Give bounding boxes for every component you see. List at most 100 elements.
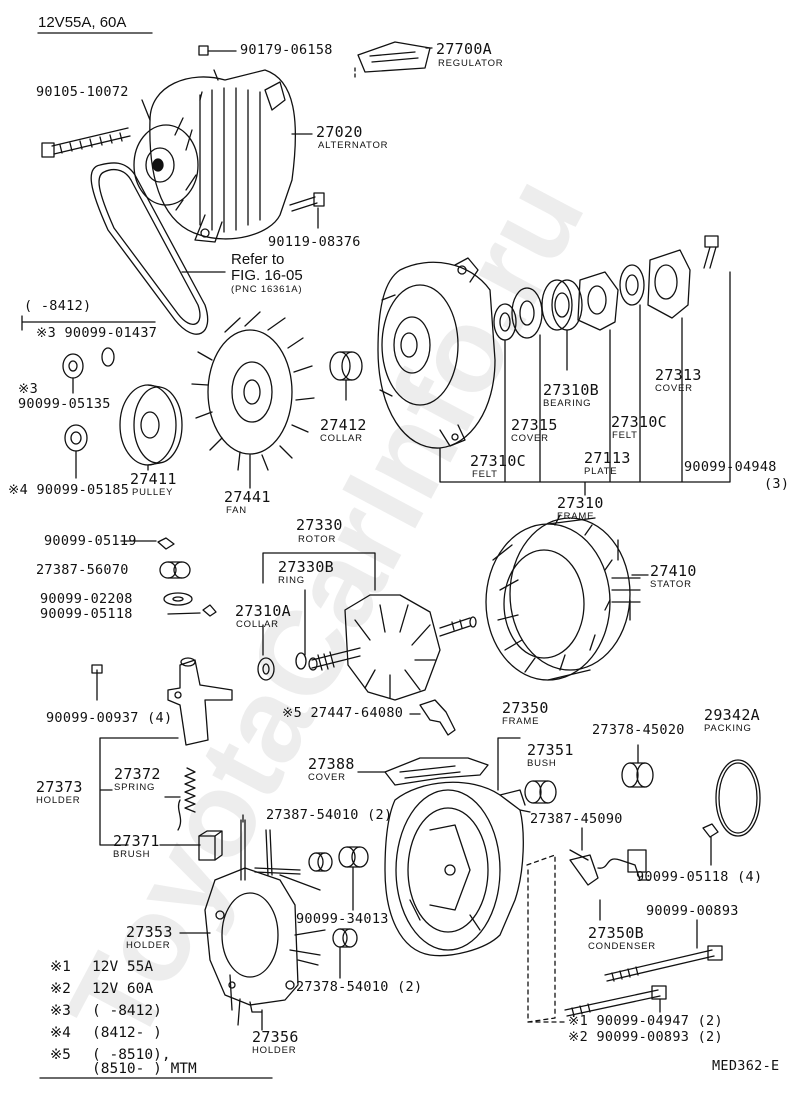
collar-27310a-hole: [262, 663, 270, 675]
label-rotor: ROTOR: [298, 534, 337, 545]
label-27410: 27410: [650, 562, 697, 580]
bolt-90119: [289, 192, 325, 229]
label-90179-06158: 90179-06158: [240, 42, 333, 58]
label-27310a: 27310A: [235, 602, 291, 620]
label-27411: 27411: [130, 470, 177, 488]
nut-05185: [64, 424, 88, 452]
spring-27372-drawing: [184, 767, 196, 813]
plate-27113-drawing: [577, 271, 619, 331]
label-bush: BUSH: [527, 758, 557, 769]
label-range-8412: ( -8412): [24, 298, 92, 314]
range-bracket: [21, 315, 156, 331]
label-90099-34013: 90099-34013: [296, 911, 389, 927]
label-27372: 27372: [114, 765, 161, 783]
label-plate: PLATE: [584, 466, 618, 477]
label-frame-27310: FRAME: [557, 511, 595, 522]
washer-01437: [101, 347, 115, 367]
legend-mark-4: ※4: [50, 1025, 71, 1041]
legend-text-5: ( -8510),: [92, 1047, 171, 1063]
label-27330b: 27330B: [278, 558, 334, 576]
label-ring: RING: [278, 575, 305, 586]
collar-27412-drawing: [329, 351, 363, 401]
label-27373: 27373: [36, 778, 83, 796]
leader-05118: [167, 612, 201, 615]
label-27447-64080: ※5 27447-64080: [282, 705, 404, 721]
label-90099-05185: ※4 90099-05185: [8, 482, 130, 498]
label-mark-3: ※3: [18, 381, 39, 397]
label-cover-27388: COVER: [308, 772, 346, 783]
label-collar-27412: COLLAR: [320, 433, 363, 444]
legend-mark-2: ※2: [50, 981, 71, 997]
screw-00937: [91, 664, 103, 674]
label-27378-54010: 27378-54010 (2): [296, 979, 423, 995]
label-90099-05118a: 90099-05118: [40, 606, 133, 622]
label-90099-05118-4: 90099-05118 (4): [636, 869, 763, 885]
felt-27310c-b-hole: [625, 274, 639, 296]
rear-frame-drawing: [384, 781, 531, 957]
legend-tail: (8510- ) MTM: [92, 1061, 197, 1077]
label-27353: 27353: [126, 923, 173, 941]
label-90099-04947: ※1 90099-04947 (2): [568, 1013, 723, 1029]
pulley-drawing: [119, 384, 183, 471]
label-27441: 27441: [224, 488, 271, 506]
holder-leaders: [179, 932, 263, 1031]
packing-29342a-drawing: [715, 759, 761, 837]
refer-line-2: FIG. 16-05: [231, 267, 303, 284]
brush-lead: [177, 799, 182, 831]
label-27020: 27020: [316, 123, 363, 141]
spacer-01437-hole: [68, 360, 78, 372]
label-bearing: BEARING: [543, 398, 592, 409]
label-04948-qty: (3): [764, 476, 790, 492]
bush-54010-drawing: [332, 928, 358, 948]
label-90099-00893: 90099-00893: [646, 903, 739, 919]
v-belt-inner: [98, 168, 201, 325]
label-27378-45020: 27378-45020: [592, 722, 685, 738]
label-felt-b: FELT: [612, 430, 638, 441]
label-frame-27350: FRAME: [502, 716, 540, 727]
spacer-54010-drawing: [308, 852, 333, 872]
packing-29342a-inner: [718, 762, 758, 834]
label-27310b: 27310B: [543, 381, 599, 399]
label-27315: 27315: [511, 416, 558, 434]
legend-text-2: 12V 60A: [92, 981, 154, 997]
rotor-drawing: [308, 594, 477, 701]
fan-drawing: [191, 311, 315, 489]
label-collar-27310a: COLLAR: [236, 619, 279, 630]
label-90105-10072: 90105-10072: [36, 84, 129, 100]
figure-code: MED362-E: [712, 1058, 780, 1074]
v-belt: [90, 162, 209, 335]
legend-mark-3: ※3: [50, 1003, 71, 1019]
label-27350: 27350: [502, 699, 549, 717]
label-alternator: ALTERNATOR: [318, 140, 389, 151]
cap-45020-drawing: [621, 744, 654, 788]
through-bolt-00893: [604, 919, 723, 982]
cover-27313-hole: [654, 264, 678, 300]
brush-holder-27373-drawing: [167, 657, 233, 746]
nut-05118: [202, 604, 217, 617]
label-27113: 27113: [584, 449, 631, 467]
label-90099-05135: 90099-05135: [18, 396, 111, 412]
cover-27315-drawing: [511, 287, 543, 339]
stator-drawing: [485, 514, 649, 681]
label-condenser: CONDENSER: [588, 941, 656, 952]
alternator-drawing: [133, 69, 297, 243]
label-holder-27353: HOLDER: [126, 940, 171, 951]
collar-27310a-drawing: [257, 657, 275, 681]
label-27330: 27330: [296, 516, 343, 534]
frame-27310-bracket: [439, 271, 731, 496]
bush-27351-drawing: [524, 780, 557, 804]
rectifier-holder-drawing: [204, 814, 326, 1026]
alt-terminal: [213, 69, 219, 81]
bearing-27310b-bore: [554, 292, 570, 318]
label-90119-08376: 90119-08376: [268, 234, 361, 250]
label-packing: PACKING: [704, 723, 752, 734]
label-90099-00937: 90099-00937 (4): [46, 710, 173, 726]
alt-leaders: [141, 47, 433, 135]
label-90099-02208: 90099-02208: [40, 591, 133, 607]
through-bolt-04947: [564, 985, 667, 1017]
label-27310: 27310: [557, 494, 604, 512]
label-27310c-a: 27310C: [470, 452, 526, 470]
label-27388: 27388: [308, 755, 355, 773]
